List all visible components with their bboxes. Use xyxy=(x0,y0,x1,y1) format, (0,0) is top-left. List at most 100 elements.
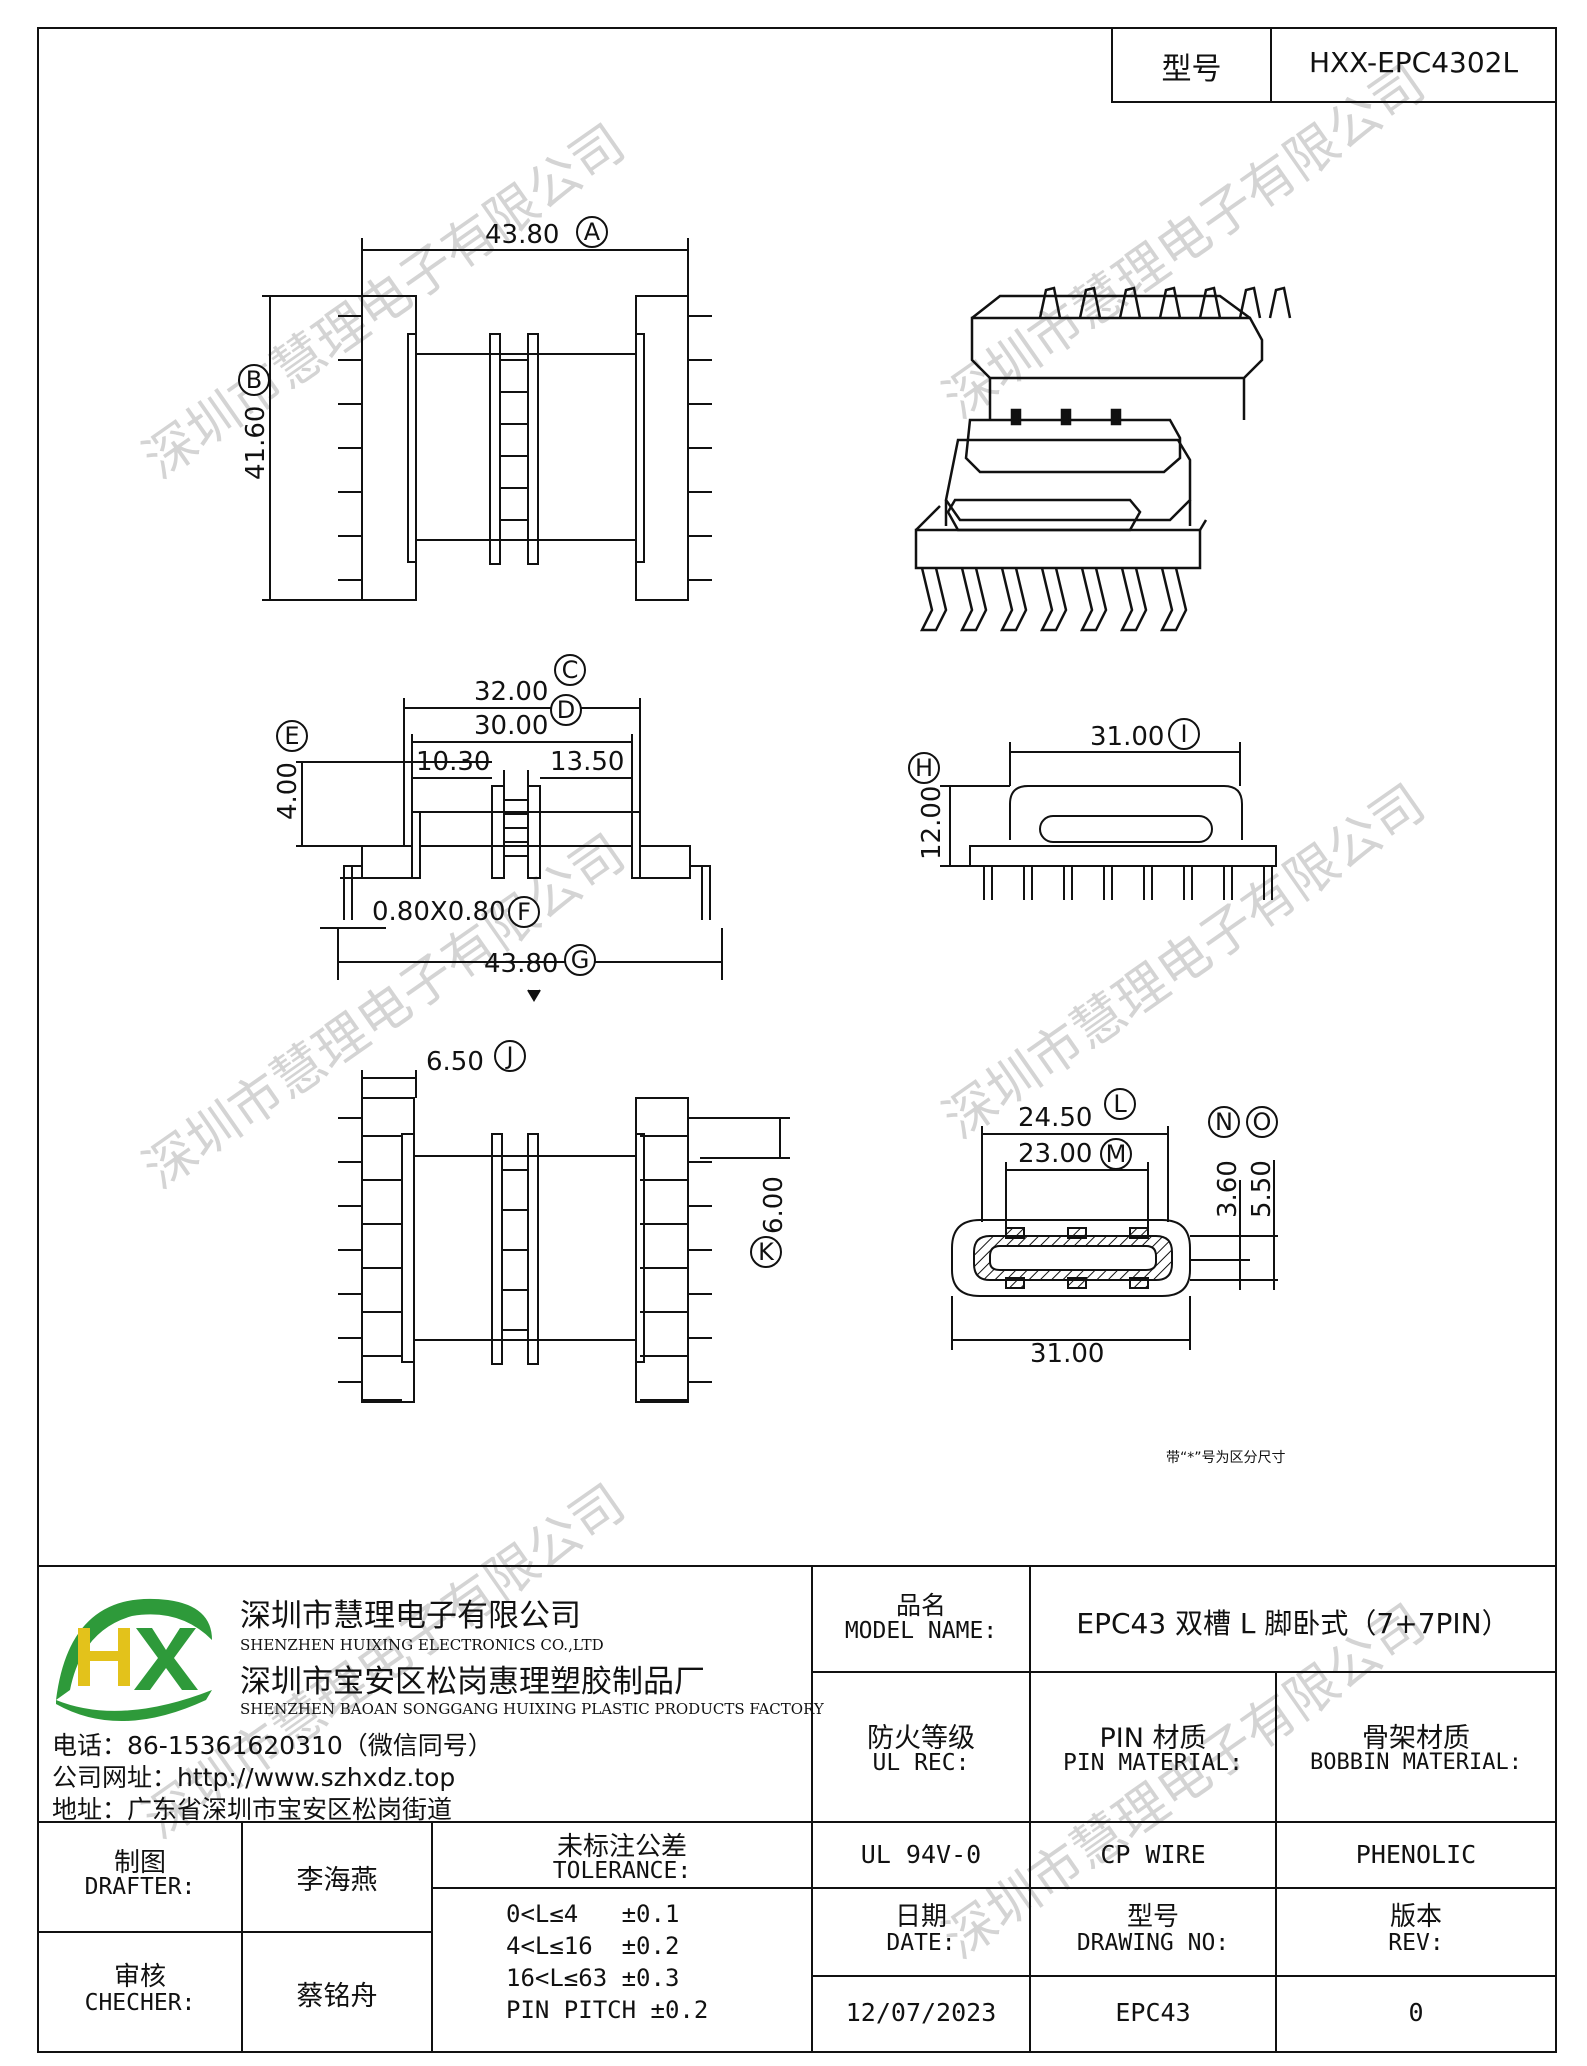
date-en: DATE: xyxy=(886,1930,956,1956)
model-name-en: MODEL NAME: xyxy=(844,1618,998,1644)
bobbin-value: PHENOLIC xyxy=(1355,1840,1477,1869)
iso-pin-top xyxy=(1238,286,1262,319)
tolerance-line-3: 16<L≤63 ±0.3 xyxy=(506,1964,680,1992)
checker-cn: 审核 xyxy=(113,1962,166,1992)
model-name-value: EPC43 双槽 L 脚卧式（7+7PIN） xyxy=(1076,1607,1510,1640)
dimension-tag-letter: O xyxy=(1253,1108,1272,1136)
dim-i: 31.00 xyxy=(1090,722,1164,752)
bobbin-material-en: BOBBIN MATERIAL: xyxy=(1310,1750,1522,1775)
dimension-tag-letter: A xyxy=(584,218,601,246)
dimension-tag-letter: D xyxy=(557,696,575,724)
dimension-tag-letter: B xyxy=(246,366,262,394)
model-name-cn: 品名 xyxy=(895,1591,946,1620)
watermark-1: 深圳市慧理电子有限公司 xyxy=(133,113,636,490)
dimension-tag-letter: N xyxy=(1215,1108,1233,1136)
dim-c: 32.00 xyxy=(474,677,548,707)
dim-bottom-width: 31.00 xyxy=(1030,1339,1104,1369)
dim-a: 43.80 xyxy=(485,220,559,250)
rev-value: 0 xyxy=(1408,1998,1424,2027)
tolerance-cn: 未标注公差 xyxy=(556,1832,687,1862)
dimension-tag-letter: C xyxy=(562,656,579,684)
iso-pin-bottom xyxy=(1039,567,1068,632)
dim-d-right: 13.50 xyxy=(550,747,624,777)
pin-material-cn: PIN 材质 xyxy=(1099,1723,1207,1754)
dim-d-left: 10.30 xyxy=(416,747,490,777)
drawing-no-en: DRAWING NO: xyxy=(1076,1930,1230,1956)
company-name-cn: 深圳市慧理电子有限公司 xyxy=(240,1598,581,1634)
model-label: 型号 xyxy=(1161,52,1222,87)
dimension-tag-circle xyxy=(564,944,596,976)
dimension-tag-letter: H xyxy=(915,754,933,782)
dim-n: 3.60 xyxy=(1213,1160,1243,1218)
dim-h: 12.00 xyxy=(917,786,947,860)
dimension-tag-circle xyxy=(554,654,586,686)
iso-pin-top xyxy=(1268,286,1292,319)
iso-pin-top xyxy=(1038,286,1062,319)
dimension-tag-circle xyxy=(908,752,940,784)
top-view xyxy=(262,238,712,601)
dimension-tag-letter: F xyxy=(517,898,531,926)
dimension-tag-circle xyxy=(576,216,608,248)
company-name-en: SHENZHEN HUIXING ELECTRONICS CO.,LTD xyxy=(240,1636,604,1654)
company-website: 公司网址：http://www.szhxdz.top xyxy=(52,1763,456,1792)
checker-en: CHECHER: xyxy=(84,1990,196,2016)
tolerance-line-4: PIN PITCH ±0.2 xyxy=(506,1996,709,2024)
dimension-tag-circle xyxy=(1100,1138,1132,1170)
tolerance-en: TOLERANCE: xyxy=(552,1858,692,1884)
ul-value: UL 94V-0 xyxy=(860,1840,982,1869)
pin-material-en: PIN MATERIAL: xyxy=(1062,1750,1243,1776)
dim-f: 0.80X0.80 xyxy=(372,897,506,927)
factory-name-cn: 深圳市宝安区松岗惠理塑胶制品厂 xyxy=(240,1664,705,1700)
dimension-tag-circle xyxy=(1104,1088,1136,1120)
checker-name: 蔡铭舟 xyxy=(296,1981,378,2012)
tolerance-line-2: 4<L≤16 ±0.2 xyxy=(506,1932,680,1960)
iso-pin-bottom xyxy=(959,567,988,632)
front-view xyxy=(940,742,1277,900)
model-value: HXX-EPC4302L xyxy=(1308,46,1519,79)
side-view xyxy=(296,698,723,1002)
dimension-tag-letter: L xyxy=(1113,1090,1127,1118)
dimension-tag-circle xyxy=(238,364,270,396)
dimension-tag-letter: E xyxy=(284,722,299,750)
drafter-name: 李海燕 xyxy=(296,1865,378,1896)
dimension-tag-circle xyxy=(1208,1106,1240,1138)
ul-rec-cn: 防火等级 xyxy=(867,1723,975,1754)
company-phone: 电话：86-15361620310（微信同号） xyxy=(52,1731,493,1760)
factory-name-en: SHENZHEN BAOAN SONGGANG HUIXING PLASTIC … xyxy=(240,1700,824,1718)
dimension-tag-circle xyxy=(1168,718,1200,750)
drafter-en: DRAFTER: xyxy=(84,1874,196,1900)
dimension-tag-circle xyxy=(750,1236,782,1268)
iso-pin-bottom xyxy=(1159,567,1188,632)
iso-pin-top xyxy=(1078,286,1102,319)
outer-frame xyxy=(37,27,1557,2053)
rev-en: REV: xyxy=(1388,1930,1444,1956)
model-box xyxy=(1111,27,1557,103)
dimension-tag-letter: G xyxy=(571,946,590,974)
drafter-cn: 制图 xyxy=(113,1848,166,1878)
section-view xyxy=(951,1126,1278,1350)
tolerance-line-1: 0<L≤4 ±0.1 xyxy=(506,1900,680,1928)
dim-d: 30.00 xyxy=(474,711,548,741)
iso-pin-bottom xyxy=(1079,567,1108,632)
dim-m: 23.00 xyxy=(1018,1139,1092,1169)
dimension-tag-letter: I xyxy=(1180,720,1187,748)
bottom-view xyxy=(338,1070,790,1403)
company-address: 地址：广东省深圳市宝安区松岗街道 xyxy=(52,1795,453,1824)
dimension-tag-letter: M xyxy=(1106,1140,1127,1168)
iso-pin-top xyxy=(1118,286,1142,319)
bobbin-material-cn: 骨架材质 xyxy=(1362,1723,1470,1754)
iso-pin-top xyxy=(1158,286,1182,319)
dim-j: 6.50 xyxy=(426,1047,484,1077)
date-value: 12/07/2023 xyxy=(845,1998,997,2027)
company-logo xyxy=(56,1598,212,1722)
dimension-tag-circle xyxy=(276,720,308,752)
date-cn: 日期 xyxy=(894,1902,947,1932)
dimension-tag-letter: K xyxy=(758,1238,775,1266)
dimension-tag-circle xyxy=(550,694,582,726)
dimension-tag-circle xyxy=(494,1040,526,1072)
iso-pin-top xyxy=(1198,286,1222,319)
title-block-grid xyxy=(38,1565,1556,2052)
iso-pin-bottom xyxy=(1119,567,1148,632)
